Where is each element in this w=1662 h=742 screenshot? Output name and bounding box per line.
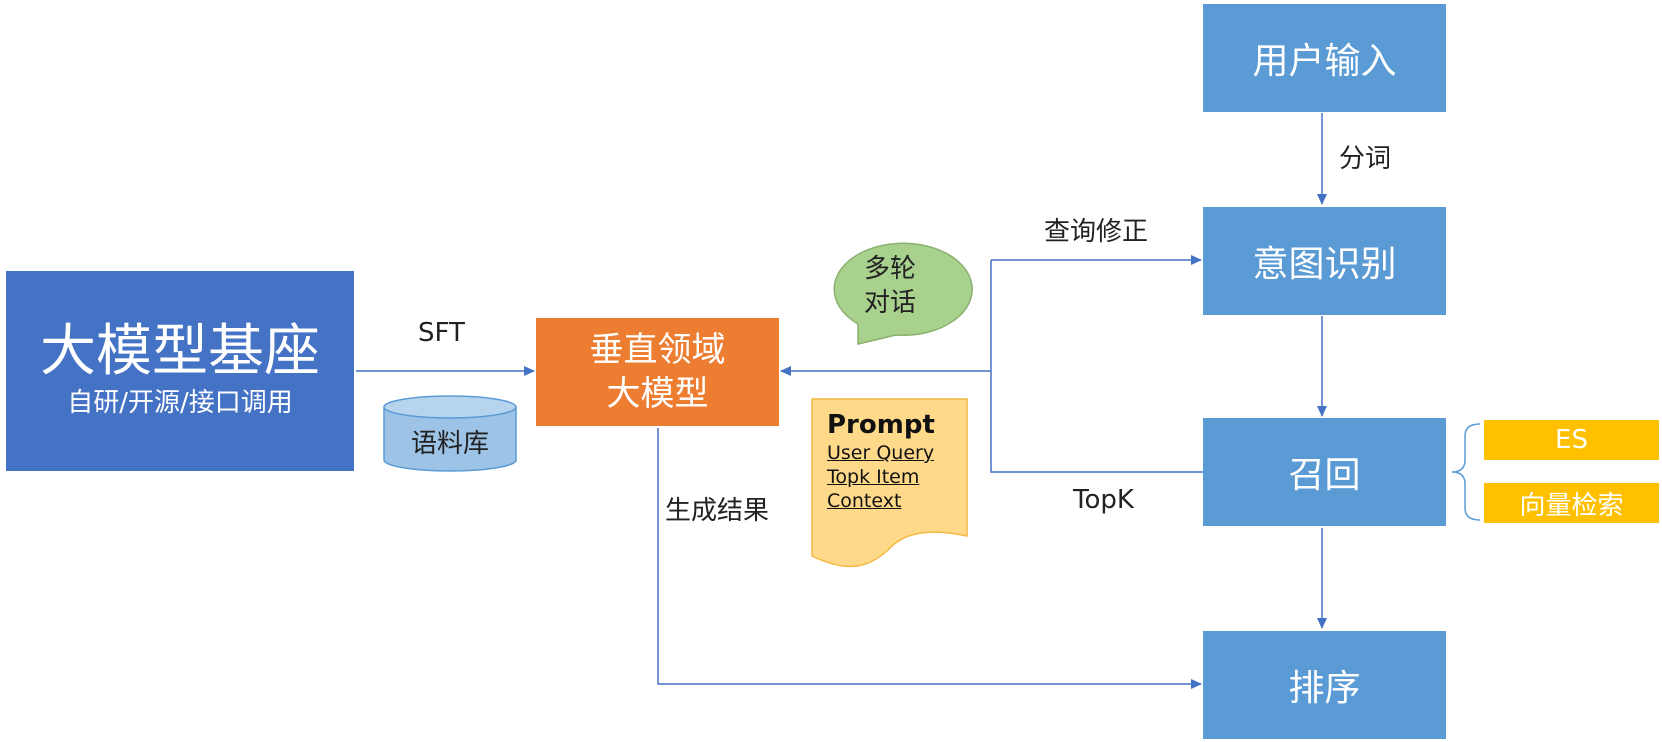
corpus-cylinder-body [383,407,517,472]
prompt-item-user-query: User Query [827,442,935,464]
label-topk: TopK [1073,485,1134,515]
base-model-title: 大模型基座 [40,319,320,384]
connector-recall-to-junction [990,260,1203,473]
base-model-box: 大模型基座 自研/开源/接口调用 [6,271,354,471]
base-model-subtitle: 自研/开源/接口调用 [67,388,293,418]
vertical-model-line-2: 大模型 [606,374,709,414]
prompt-item-context: Context [827,490,902,512]
arrow-vertical-to-rank [657,428,1202,689]
user-input-box: 用户输入 [1203,4,1446,112]
prompt-card-shape [811,398,968,568]
label-segmentation: 分词 [1339,144,1392,174]
bubble-text: 多轮 对话 [845,252,935,320]
label-generate-result: 生成结果 [665,496,770,526]
bubble-line-2: 对话 [863,288,916,318]
label-sft: SFT [418,318,465,348]
bubble-shape [833,242,973,345]
prompt-item-topk-item: Topk Item [827,466,920,488]
brace-recall-sources [1451,423,1481,521]
bubble-line-1: 多轮 [863,254,916,284]
corpus-cylinder-top [383,395,517,419]
rank-box: 排序 [1203,631,1446,739]
vertical-model-line-1: 垂直领域 [589,330,726,370]
vertical-model-box: 垂直领域 大模型 [536,318,779,426]
es-box: ES [1484,420,1659,460]
intent-recognition-box: 意图识别 [1203,207,1446,315]
prompt-title: Prompt [827,410,935,440]
prompt-card: Prompt User Query Topk Item Context [827,409,962,513]
label-query-correction: 查询修正 [1044,217,1149,247]
recall-box: 召回 [1203,418,1446,526]
corpus-label: 语料库 [410,429,489,459]
vector-search-box: 向量检索 [1484,483,1659,523]
